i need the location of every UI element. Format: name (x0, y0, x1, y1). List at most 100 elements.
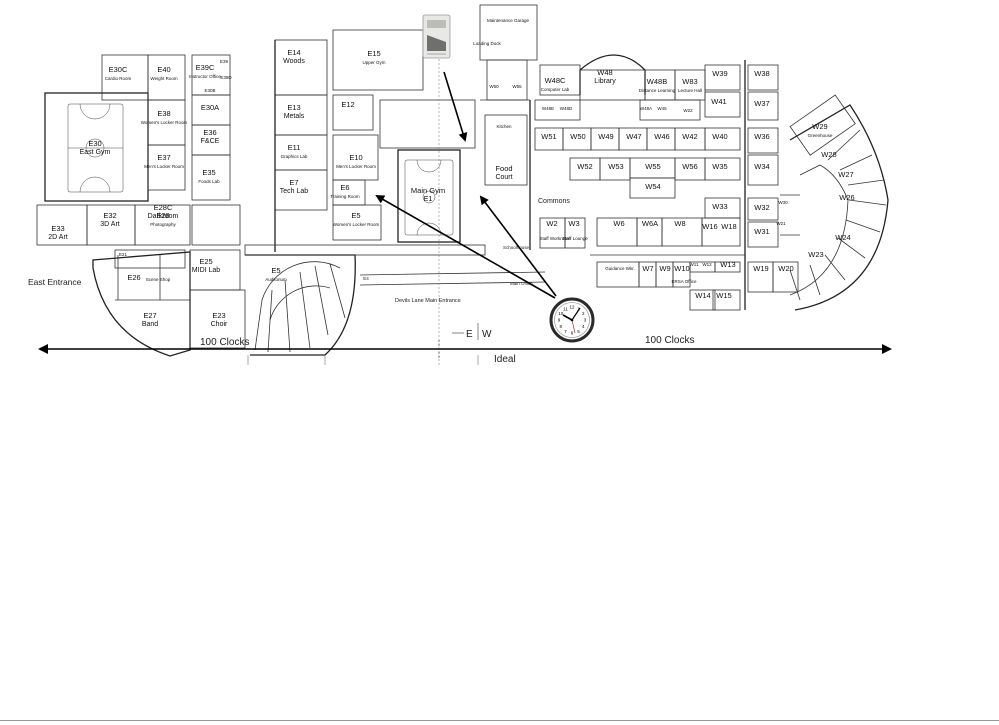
room-sublabel: Library (594, 78, 616, 85)
east-marker: E (466, 329, 473, 340)
room-sublabel: Weight Room (150, 76, 177, 81)
small-room-label: W22 (683, 108, 693, 113)
room-label: W6A (642, 219, 658, 228)
small-room-label: E39D (220, 75, 232, 80)
room-sublabel: Upper Gym (362, 60, 385, 65)
room-label: E12 (341, 100, 354, 109)
distance-scale: 100 Clocks 100 Clocks Ideal (38, 335, 892, 365)
clock-numeral: 6 (571, 331, 574, 336)
room-sublabel: Darkroom (148, 213, 179, 220)
direction-arrows (375, 71, 557, 299)
room-sublabel: F&CE (201, 138, 220, 145)
room-label: W48C (545, 76, 566, 85)
room-label: W34 (754, 162, 769, 171)
clock-numeral: 9 (558, 318, 561, 323)
room-label: W19 (753, 264, 768, 273)
room-label: Main Gym (411, 186, 445, 195)
room-label: E28 (156, 211, 169, 220)
room-label: E10 (349, 153, 362, 162)
room-label: E33 (51, 224, 64, 233)
room-label: E36 (203, 128, 216, 137)
room-sublabel: Foods Lab (198, 179, 220, 184)
room-label: W7 (642, 264, 653, 273)
room-label: E32 (103, 211, 116, 220)
small-room-label: W45 (657, 106, 667, 111)
room-label: W42 (682, 132, 697, 141)
small-room-label: Loading Dock (473, 41, 501, 46)
west-marker: W (482, 329, 492, 340)
clock-numeral: 7 (564, 329, 567, 334)
small-room-label: W50 (489, 84, 499, 89)
room-label: E14 (287, 48, 300, 57)
small-room-label: E21 (119, 252, 128, 257)
room-label: W31 (754, 227, 769, 236)
room-label: E30 (88, 139, 101, 148)
room-sublabel: Tech Lab (280, 188, 309, 195)
room-sublabel: Lecture Hall (678, 88, 702, 93)
clock-numeral: 4 (582, 324, 585, 329)
room-label: E5 (271, 266, 280, 275)
room-label: W27 (838, 170, 853, 179)
left-distance-label: 100 Clocks (200, 337, 249, 348)
small-room-label: W12 (702, 262, 712, 267)
small-room-label: W48E (542, 106, 554, 111)
room-label: E25 (199, 257, 212, 266)
room-label: W47 (626, 132, 641, 141)
room-label: W48B (647, 77, 667, 86)
room-sublabel: Training Room (330, 194, 360, 199)
room-sublabel: MIDI Lab (192, 267, 221, 274)
room-sublabel: East Gym (80, 149, 111, 156)
room-label: W49 (598, 132, 613, 141)
room-sublabel: Metals (284, 113, 305, 120)
room-label: W26 (839, 193, 854, 202)
room-label: W39 (712, 69, 727, 78)
room-label: W3 (568, 219, 579, 228)
small-room-label: E30B (204, 88, 215, 93)
room-label: W37 (754, 99, 769, 108)
clock-numeral: 5 (577, 329, 580, 334)
small-room-label: W30 (778, 200, 788, 205)
small-room-label: Guidance Wkr. (605, 266, 635, 271)
room-label: E15 (367, 49, 380, 58)
small-room-label: ERSA Office (672, 279, 697, 284)
room-label: W15 (716, 291, 731, 300)
west-wing (479, 4, 889, 311)
schoolhouse-label: Schoolhouse (503, 245, 530, 250)
room-label: W10 (674, 264, 689, 273)
room-label: W9 (659, 264, 670, 273)
small-room-label: W55 (512, 84, 522, 89)
small-room-label: W48D (560, 106, 573, 111)
room-label: W35 (712, 162, 727, 171)
room-sublabel: Men's Locker Room (336, 164, 376, 169)
bottom-rule (0, 720, 999, 721)
room-sublabel: 3D Art (100, 221, 120, 228)
room-sublabel: Greenhouse (808, 133, 833, 138)
room-label: E38 (157, 109, 170, 118)
room-label: W16 (702, 222, 717, 231)
room-sublabel: Graphics Lab (281, 154, 308, 159)
clock-numeral: 11 (563, 306, 568, 311)
room-label: E37 (157, 153, 170, 162)
room-label: W8 (674, 219, 685, 228)
room-sublabel: 2D Art (48, 234, 68, 241)
room-label: W56 (682, 162, 697, 171)
clock-numeral: 1 (577, 306, 580, 311)
room-label: W14 (695, 291, 710, 300)
clock-numeral: 10 (558, 311, 564, 316)
room-label: E11 (288, 143, 301, 152)
room-label: W24 (835, 233, 850, 242)
room-label: W36 (754, 132, 769, 141)
room-sublabel: Court (495, 174, 512, 181)
room-sublabel: Distance Learning (639, 88, 676, 93)
small-room-label: E4 (363, 276, 369, 281)
room-sublabel: Choir (211, 321, 228, 328)
room-label: W46 (654, 132, 669, 141)
clock-numeral: 12 (569, 305, 575, 310)
room-sublabel: Cardio Room (105, 76, 132, 81)
room-label: W83 (682, 77, 697, 86)
room-label: W2 (546, 219, 557, 228)
room-label: W28 (821, 150, 836, 159)
small-room-label: W48A (640, 106, 652, 111)
room-label: E35 (202, 168, 215, 177)
